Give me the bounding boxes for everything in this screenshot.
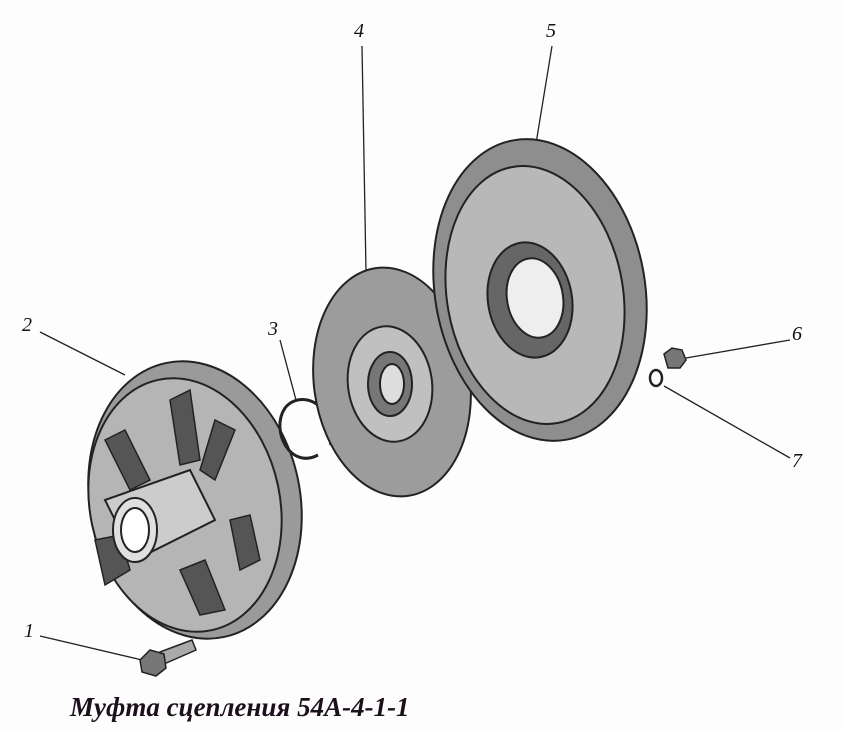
nut <box>663 347 687 369</box>
label-3: 3 <box>268 318 278 340</box>
label-7: 7 <box>792 450 802 472</box>
caption: Муфта сцепления 54А-4-1-1 <box>70 692 410 722</box>
label-6: 6 <box>792 323 802 345</box>
label-4: 4 <box>354 20 364 42</box>
label-5: 5 <box>546 20 556 42</box>
housing-ribs <box>94 388 261 616</box>
leader-lines <box>39 45 791 661</box>
bolt <box>139 639 197 677</box>
leader-4 <box>361 45 367 273</box>
label-2: 2 <box>22 314 32 336</box>
washer <box>648 368 664 388</box>
leader-6 <box>685 339 791 359</box>
clutch-housing <box>87 360 303 640</box>
leader-3 <box>279 339 297 401</box>
pressure-plate <box>432 138 648 442</box>
driven-disc <box>312 266 472 498</box>
leader-7 <box>663 385 791 459</box>
leader-2 <box>39 331 126 376</box>
label-1: 1 <box>24 620 34 642</box>
leader-1 <box>39 635 143 661</box>
